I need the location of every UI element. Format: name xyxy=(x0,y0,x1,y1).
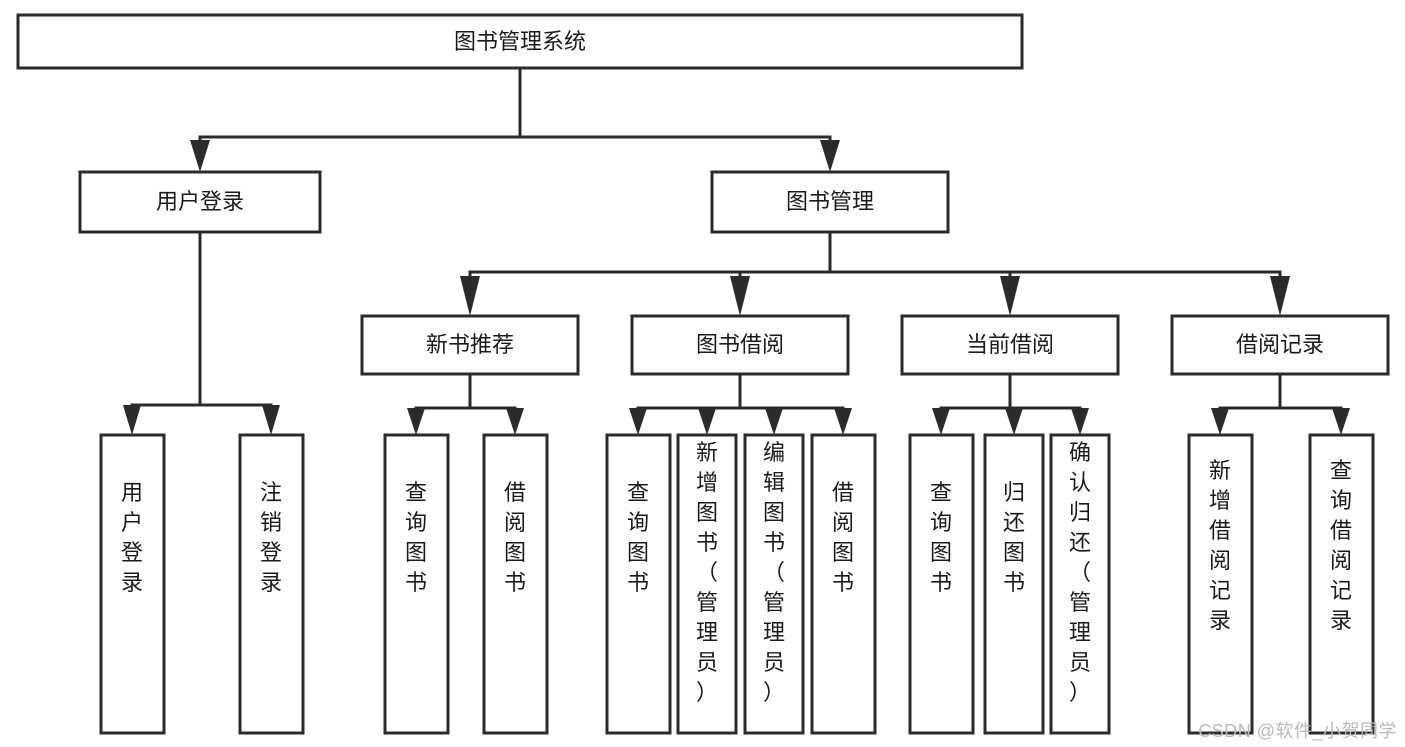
node-box xyxy=(676,433,738,735)
arrow-icon xyxy=(506,408,524,435)
node-label: 用户登录 xyxy=(121,480,143,595)
leaf-node-borrow-book-new[interactable]: 借阅图书 xyxy=(482,433,549,735)
node-label: 借阅图书 xyxy=(832,480,854,595)
node-label: 归还图书 xyxy=(1003,480,1025,595)
arrow-icon xyxy=(1005,408,1023,435)
connector-book-mgmt-b4 xyxy=(1010,270,1282,302)
node-label: 借阅图书 xyxy=(504,480,526,595)
node-label: 新书推荐 xyxy=(426,332,514,357)
leaf-node-query-book-current[interactable]: 查询图书 xyxy=(908,433,975,735)
node-box xyxy=(482,433,549,735)
arrow-icon xyxy=(834,408,852,435)
node-label: 新增图书（管理员） xyxy=(696,440,718,705)
leaf-node-query-book-new[interactable]: 查询图书 xyxy=(383,433,450,735)
arrow-icon xyxy=(460,276,480,316)
node-box xyxy=(710,170,950,234)
node-root-system[interactable]: 图书管理系统 xyxy=(16,13,1024,70)
arrow-icon xyxy=(262,405,280,435)
leaf-node-borrow-book[interactable]: 借阅图书 xyxy=(810,433,877,735)
arrow-icon xyxy=(123,405,141,435)
node-label: 查询图书 xyxy=(627,480,649,595)
node-box xyxy=(605,433,672,735)
arrow-icon xyxy=(1332,408,1350,435)
node-box xyxy=(743,433,805,735)
node-label: 注销登录 xyxy=(260,480,282,595)
arrow-icon xyxy=(765,408,783,435)
node-label: 查询借阅记录 xyxy=(1330,458,1352,633)
node-box xyxy=(16,13,1024,70)
node-box xyxy=(630,314,850,376)
arrowhead-layer xyxy=(123,140,1350,435)
leaf-node-add-book-admin[interactable]: 新增图书（管理员） xyxy=(676,433,738,735)
connector-user-login-right xyxy=(200,403,273,421)
arrow-icon xyxy=(698,408,716,435)
node-label: 借阅记录 xyxy=(1236,332,1324,357)
node-label: 查询图书 xyxy=(405,480,427,595)
node-box xyxy=(238,433,305,735)
connector-root-trunk xyxy=(198,68,522,158)
connector-record-trunk xyxy=(1218,374,1282,421)
connector-book-mgmt-b3 xyxy=(830,270,1012,302)
node-label: 图书管理 xyxy=(786,189,874,214)
node-box xyxy=(360,314,580,376)
node-box xyxy=(383,433,450,735)
node-label: 查询图书 xyxy=(930,480,952,595)
node-label: 图书管理系统 xyxy=(454,29,586,54)
node-box xyxy=(983,433,1045,735)
arrow-icon xyxy=(1000,276,1020,316)
leaf-node-layer: 用户登录 注销登录 查询图书 借阅图书 查询图书 新增图书（管理员） xyxy=(99,433,1375,735)
connector-new-book-trunk xyxy=(414,374,472,421)
leaf-node-return-book[interactable]: 归还图书 xyxy=(983,433,1045,735)
node-book-borrow[interactable]: 图书借阅 xyxy=(630,314,850,376)
node-box xyxy=(1049,433,1111,735)
node-user-login[interactable]: 用户登录 xyxy=(78,170,322,234)
node-borrow-record[interactable]: 借阅记录 xyxy=(1170,314,1390,376)
node-label: 图书借阅 xyxy=(696,332,784,357)
node-current-borrow[interactable]: 当前借阅 xyxy=(900,314,1120,376)
node-label: 用户登录 xyxy=(156,189,244,214)
arrow-icon xyxy=(1270,276,1290,316)
leaf-node-add-borrow-record[interactable]: 新增借阅记录 xyxy=(1187,433,1254,735)
node-label: 当前借阅 xyxy=(966,332,1054,357)
arrow-icon xyxy=(629,408,647,435)
node-box xyxy=(78,170,322,234)
arrow-icon xyxy=(1211,408,1229,435)
node-box xyxy=(908,433,975,735)
connector-borrow-b4 xyxy=(774,406,845,421)
arrow-icon xyxy=(820,140,840,172)
connector-root-to-book-mgmt xyxy=(520,135,832,158)
node-box xyxy=(99,433,166,735)
connector-borrow-trunk xyxy=(636,374,742,421)
leaf-node-query-book-borrow[interactable]: 查询图书 xyxy=(605,433,672,735)
node-label: 确认归还（管理员） xyxy=(1069,440,1091,705)
node-label: 编辑图书（管理员） xyxy=(763,440,785,705)
node-box xyxy=(900,314,1120,376)
node-label: 新增借阅记录 xyxy=(1209,458,1231,633)
node-box xyxy=(810,433,877,735)
node-box xyxy=(1308,433,1375,735)
arrow-icon xyxy=(407,408,425,435)
connector-record-r xyxy=(1280,406,1343,421)
node-new-book-recommend[interactable]: 新书推荐 xyxy=(360,314,580,376)
node-box xyxy=(1170,314,1390,376)
leaf-node-logout[interactable]: 注销登录 xyxy=(238,433,305,735)
leaf-node-edit-book-admin[interactable]: 编辑图书（管理员） xyxy=(743,433,805,735)
arrow-icon xyxy=(932,408,950,435)
arrow-icon xyxy=(190,140,210,172)
arrow-icon xyxy=(1071,408,1089,435)
node-box xyxy=(1187,433,1254,735)
node-book-management[interactable]: 图书管理 xyxy=(710,170,950,234)
connector-current-trunk xyxy=(939,374,1012,421)
leaf-node-confirm-return-admin[interactable]: 确认归还（管理员） xyxy=(1049,433,1111,735)
connector-user-login-trunk xyxy=(130,232,202,421)
leaf-node-user-login[interactable]: 用户登录 xyxy=(99,433,166,735)
arrow-icon xyxy=(730,276,750,316)
leaf-node-query-borrow-record[interactable]: 查询借阅记录 xyxy=(1308,433,1375,735)
connector-book-mgmt-trunk xyxy=(468,232,832,302)
